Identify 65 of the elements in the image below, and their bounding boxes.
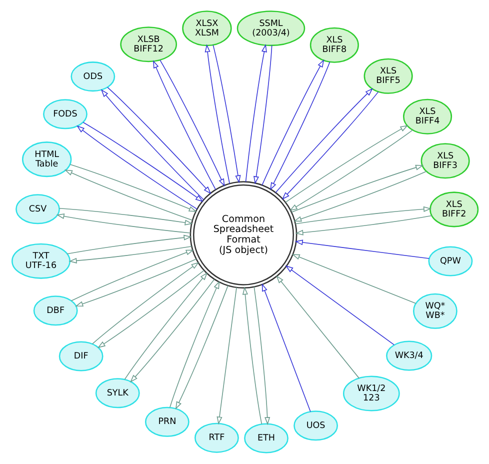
node-ellipse: XLSX XLSM (182, 10, 232, 46)
arrow (288, 130, 413, 211)
arrow (204, 44, 230, 184)
arrow (70, 250, 194, 302)
arrow (261, 283, 310, 412)
arrow (159, 60, 224, 187)
arrow (290, 164, 424, 213)
arrow (58, 208, 192, 226)
arrow (100, 89, 204, 200)
node-ellipse: XLS BIFF5 (363, 58, 412, 94)
arrow (252, 44, 272, 184)
arrow (152, 60, 216, 190)
node-ellipse: UOS (293, 410, 338, 441)
node-ellipse: WK3/4 (386, 340, 432, 371)
arrow (68, 246, 192, 264)
arrow (293, 171, 426, 222)
arrow (174, 285, 228, 410)
node-ellipse: PRN (144, 406, 189, 437)
node-ellipse: QPW (428, 246, 472, 276)
arrow (270, 62, 330, 190)
arrow (66, 234, 192, 254)
arrow (274, 88, 372, 194)
node-ellipse: DIF (58, 341, 103, 372)
arrow (124, 272, 208, 380)
arrow (291, 254, 416, 304)
node-ellipse: TXT UTF-16 (11, 243, 70, 279)
arrow (82, 122, 203, 202)
arrow (64, 170, 192, 221)
arrow (96, 270, 204, 348)
arrow (261, 59, 324, 186)
arrow (74, 258, 196, 307)
arrow (294, 215, 432, 236)
arrow (76, 125, 197, 210)
arrow (244, 44, 266, 182)
node-ellipse: XLS BIFF8 (309, 27, 358, 63)
node-ellipse: XLSB BIFF12 (120, 26, 176, 62)
arrow (253, 286, 270, 426)
arrow (294, 240, 429, 259)
node-ellipse: RTF (194, 422, 238, 453)
node-ellipse: XLS BIFF3 (420, 143, 470, 179)
node-ellipse: WK1/2 123 (342, 376, 400, 412)
arrow (242, 286, 262, 424)
arrow (212, 44, 240, 184)
arrow (56, 214, 190, 234)
node-ellipse: XLS BIFF4 (402, 98, 452, 134)
arrow (92, 262, 199, 344)
arrow (169, 280, 220, 408)
arrow (276, 275, 360, 379)
node-ellipse: WQ* WB* (412, 293, 457, 329)
node-ellipse: CSV (15, 194, 60, 224)
node-ellipse: ODS (70, 62, 115, 92)
node-ellipse: FODS (42, 99, 87, 130)
arrow (284, 125, 408, 203)
node-ellipse: ETH (244, 423, 288, 454)
node-ellipse: SYLK (94, 378, 140, 408)
arrow (294, 206, 432, 224)
arrow (69, 164, 196, 212)
node-ellipse: XLS BIFF2 (429, 192, 478, 228)
arrow (281, 91, 378, 200)
arrow (284, 265, 394, 346)
node-ellipse: DBF (32, 296, 78, 326)
arrow (106, 86, 211, 194)
arrow (216, 286, 236, 425)
arrow (129, 278, 214, 383)
node-ellipse: SSML (2003/4) (236, 10, 305, 46)
